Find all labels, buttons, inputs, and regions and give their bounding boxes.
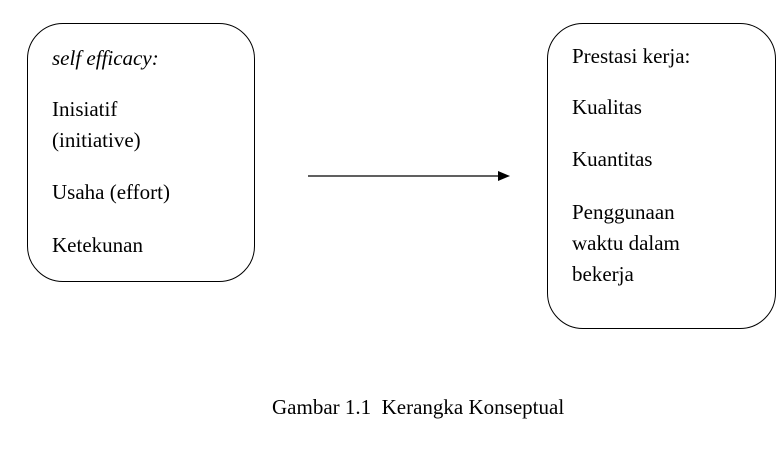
job-performance-item-time-use-3: bekerja xyxy=(572,262,634,286)
job-performance-item-time-use-2: waktu dalam xyxy=(572,231,680,255)
self-efficacy-item-effort: Usaha (effort) xyxy=(52,180,170,204)
self-efficacy-item-persistence: Ketekunan xyxy=(52,233,143,257)
job-performance-item-quality: Kualitas xyxy=(572,95,642,119)
job-performance-heading: Prestasi kerja: xyxy=(572,44,691,68)
job-performance-item-quantity: Kuantitas xyxy=(572,147,653,171)
figure-caption: Gambar 1.1 Kerangka Konseptual xyxy=(272,395,565,419)
self-efficacy-heading: self efficacy: xyxy=(52,46,159,70)
self-efficacy-item-initiative-en: (initiative) xyxy=(52,128,141,152)
arrow-head xyxy=(498,171,510,181)
arrow-connector xyxy=(308,171,510,181)
job-performance-item-time-use-1: Penggunaan xyxy=(572,200,675,224)
self-efficacy-box: self efficacy: Inisiatif (initiative) Us… xyxy=(27,23,255,282)
self-efficacy-item-initiative: Inisiatif xyxy=(52,97,118,121)
job-performance-box: Prestasi kerja: Kualitas Kuantitas Pengg… xyxy=(547,23,776,329)
